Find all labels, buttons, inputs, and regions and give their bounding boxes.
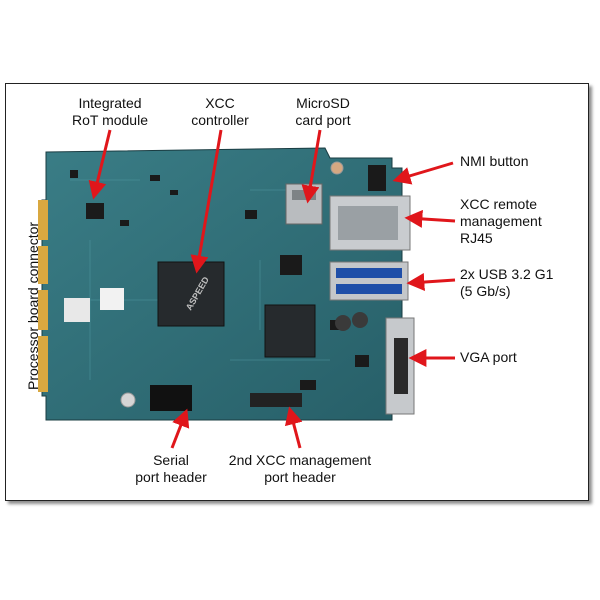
label-mgmt-header-line2: port header [264, 469, 336, 485]
label-mgmt-header: 2nd XCC management port header [215, 452, 385, 486]
label-microsd-line2: card port [295, 112, 351, 128]
nmi-button-part [368, 165, 386, 191]
edge-connector [38, 200, 48, 392]
label-nmi-line1: NMI button [460, 153, 529, 169]
usb-ports [329, 261, 409, 301]
label-vga: VGA port [460, 349, 517, 366]
capacitor [335, 315, 351, 331]
label-usb-line2: (5 Gb/s) [460, 283, 511, 299]
label-usb-line1: 2x USB 3.2 G1 [460, 266, 554, 282]
mounting-hole [330, 161, 344, 175]
label-xcc-controller-line2: controller [191, 112, 249, 128]
label-microsd: MicroSD card port [282, 95, 364, 129]
label-xcc-controller-line1: XCC [205, 95, 235, 111]
label-rj45-line2: management [460, 213, 542, 229]
label-microsd-line1: MicroSD [296, 95, 350, 111]
label-rot-module-line1: Integrated [78, 95, 142, 111]
label-rot-module-line2: RoT module [71, 112, 148, 128]
mounting-hole [120, 392, 136, 408]
label-rj45-line3: RJ45 [460, 230, 493, 246]
rot-module-chip [86, 203, 104, 219]
label-nmi: NMI button [460, 153, 528, 170]
vga-connector [385, 317, 415, 415]
arrow-nmi [392, 161, 454, 185]
label-rj45: XCC remote management RJ45 [460, 196, 542, 247]
qr-label-2 [64, 298, 90, 322]
arrow-usb [406, 273, 456, 292]
label-mgmt-header-line1: 2nd XCC management [228, 452, 372, 468]
label-vga-line1: VGA port [460, 349, 517, 365]
label-rot-module: Integrated RoT module [62, 95, 158, 129]
arrow-rj45 [404, 209, 456, 228]
label-usb: 2x USB 3.2 G1 (5 Gb/s) [460, 266, 553, 300]
arrow-xcc-controller [190, 129, 223, 274]
rj45-jack [329, 195, 411, 251]
capacitor [352, 312, 368, 328]
label-serial: Serial port header [126, 452, 216, 486]
arrow-serial [170, 408, 190, 449]
arrow-mgmt-header [284, 406, 303, 449]
label-serial-line1: Serial [153, 452, 189, 468]
label-processor-connector: Processor board connector [25, 221, 41, 390]
secondary-chip [264, 304, 316, 358]
xcc-controller-chip: ASPEED [157, 261, 225, 327]
label-serial-line2: port header [135, 469, 207, 485]
label-xcc-controller: XCC controller [180, 95, 260, 129]
label-rj45-line1: XCC remote [460, 196, 538, 212]
arrow-microsd [301, 129, 322, 204]
mgmt-header-part [250, 393, 302, 407]
arrow-rot-module [88, 129, 112, 200]
qr-label [100, 288, 124, 310]
serial-header-part [150, 385, 192, 411]
microsd-slot [285, 183, 323, 225]
